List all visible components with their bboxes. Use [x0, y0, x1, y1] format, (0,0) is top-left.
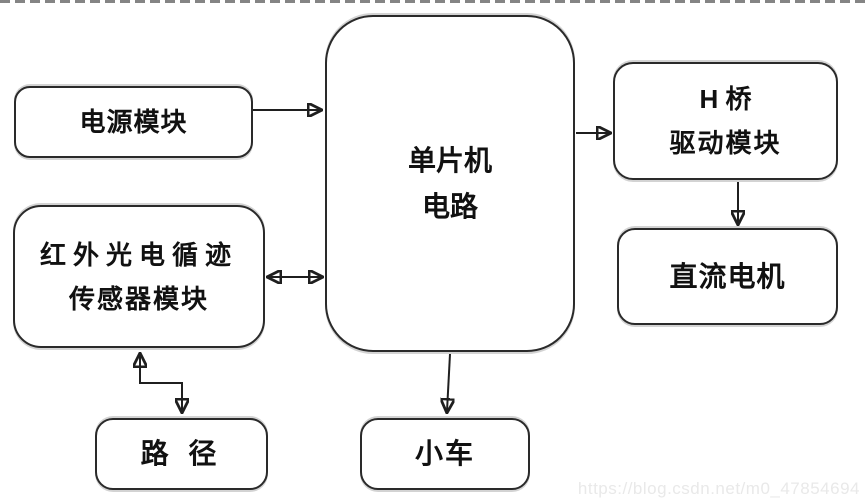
node-car: 小车: [360, 418, 530, 490]
node-hbridge-label-line1: H 桥: [699, 84, 752, 114]
node-hbridge-label-line2: 驱动模块: [669, 128, 782, 158]
edge-sensor-path-bidirectional-stepped-arrow: [140, 355, 182, 411]
watermark-text: https://blog.csdn.net/m0_47854694: [577, 479, 860, 498]
node-mcu-label-line2: 电路: [421, 190, 478, 222]
node-dc-motor: 直流电机: [617, 228, 838, 325]
node-sensor-label-line2: 传感器模块: [68, 283, 209, 314]
node-mcu-label-line1: 单片机: [407, 144, 492, 176]
node-h-bridge-drive-module: H 桥 驱动模块: [613, 62, 838, 180]
scan-artifact-line: [0, 0, 866, 3]
node-power-label: 电源模块: [79, 107, 188, 137]
node-mcu-circuit: 单片机 电路: [325, 15, 575, 352]
node-sensor-label-line1: 红外光电循迹: [39, 239, 238, 270]
node-car-label: 小车: [414, 438, 475, 469]
node-path-label: 路 径: [140, 438, 223, 469]
node-motor-label: 直流电机: [669, 260, 786, 292]
node-power-module: 电源模块: [14, 86, 253, 158]
edge-mcu-to-car-arrow: [447, 353, 450, 411]
node-infrared-tracking-sensor-module: 红外光电循迹 传感器模块: [13, 205, 265, 348]
node-path: 路 径: [95, 418, 268, 490]
